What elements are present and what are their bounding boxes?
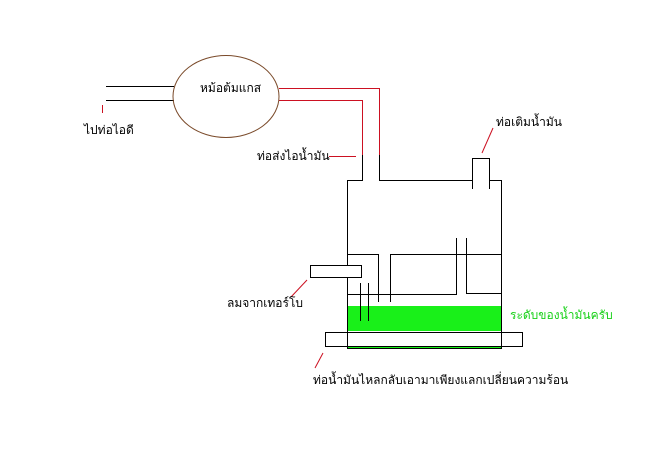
baffle-left xyxy=(347,254,379,302)
tank-top-right xyxy=(379,155,473,181)
vapor-pipe-outer xyxy=(279,88,380,155)
oil-level-label: ระดับของน้ำมันครับ xyxy=(510,308,613,322)
return-pipe xyxy=(325,332,523,347)
oil-level xyxy=(348,306,501,331)
fill-pipe xyxy=(472,158,490,189)
boiler-label: หม้อต้มแกส xyxy=(200,81,262,95)
return-pointer xyxy=(314,352,324,369)
turbo-air-label: ลมจากเทอร์โบ xyxy=(227,296,304,310)
vapor-pipe-label: ท่อส่งไอน้ำมัน xyxy=(257,149,330,163)
turbo-inlet-pipe xyxy=(310,265,362,278)
inner-pipe-a xyxy=(347,238,457,295)
intake-label: ไปท่อไอดี xyxy=(84,123,134,137)
fill-pointer xyxy=(481,127,494,154)
vapor-pipe-inner xyxy=(279,100,363,155)
baffle-right xyxy=(390,254,501,302)
fill-pipe-label: ท่อเติมน้ำมัน xyxy=(496,115,562,129)
inner-pipe-b xyxy=(466,238,501,294)
turbo-pointer xyxy=(290,279,308,298)
return-pipe-label: ท่อน้ำมันไหลกลับเอามาเพียงแลกเปลี่ยนความ… xyxy=(313,373,569,387)
boiler-ellipse xyxy=(172,55,280,138)
